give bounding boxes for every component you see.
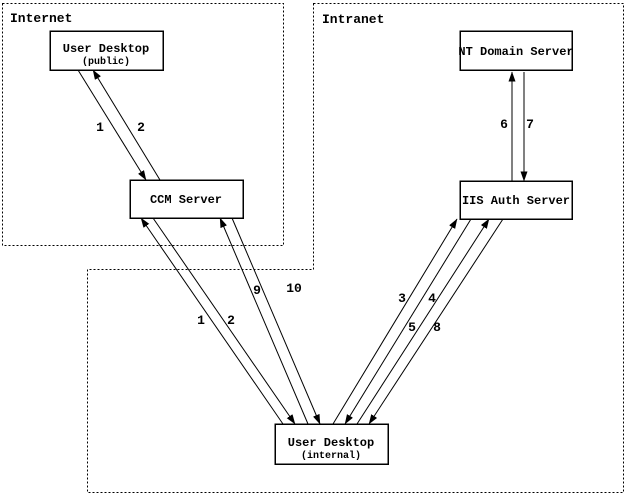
step-label-5: 5: [408, 320, 416, 335]
node-user-desktop-public-box: [49, 30, 164, 71]
arrow-step2-ccm-to-public-desktop: [92, 69, 161, 181]
step-label-7: 7: [526, 117, 534, 132]
node-user-desktop-public-subtitle: (public): [82, 56, 130, 68]
step-label-10: 10: [286, 281, 302, 296]
step-label-2-public: 2: [137, 120, 145, 135]
arrow-step3-internal-desktop-to-iis: [332, 218, 458, 425]
node-iis-auth-server-box: [459, 180, 573, 220]
node-nt-domain-server-box: [459, 30, 573, 71]
step-label-9: 9: [253, 283, 261, 298]
node-ccm-server-box: [129, 179, 244, 219]
step-label-8: 8: [433, 320, 441, 335]
step-label-4: 4: [428, 291, 436, 306]
arrow-step4-iis-to-internal-desktop: [344, 218, 472, 425]
node-ccm-server-title: CCM Server: [150, 193, 222, 207]
arrow-step10-ccm-to-internal-desktop: [231, 217, 321, 425]
arrow-step2-ccm-to-internal-desktop: [152, 217, 296, 425]
arrow-step1-internal-desktop-to-ccm: [140, 217, 284, 425]
internet-zone-outline: [2, 3, 284, 246]
intranet-zone-outline: [87, 3, 624, 493]
arrow-step5-internal-desktop-to-iis: [356, 218, 490, 425]
arrow-step9-internal-desktop-to-ccm: [219, 217, 309, 425]
intranet-zone-label: Intranet: [322, 12, 384, 27]
node-user-desktop-internal-box: [274, 423, 389, 465]
arrow-step8-iis-to-internal-desktop: [368, 218, 504, 425]
step-label-2-internal: 2: [227, 313, 235, 328]
node-nt-domain-server-title: NT Domain Server: [458, 45, 573, 59]
internet-zone-label: Internet: [10, 11, 72, 26]
step-label-1-internal: 1: [197, 313, 205, 328]
arrow-step1-public-desktop-to-ccm: [77, 69, 147, 181]
node-user-desktop-public-title: User Desktop: [63, 42, 149, 56]
node-iis-auth-server-title: IIS Auth Server: [462, 194, 570, 208]
step-label-6: 6: [500, 117, 508, 132]
node-user-desktop-internal-subtitle: (internal): [301, 450, 361, 462]
step-label-3: 3: [398, 291, 406, 306]
step-label-1-public: 1: [96, 120, 104, 135]
node-user-desktop-internal-title: User Desktop: [288, 436, 374, 450]
